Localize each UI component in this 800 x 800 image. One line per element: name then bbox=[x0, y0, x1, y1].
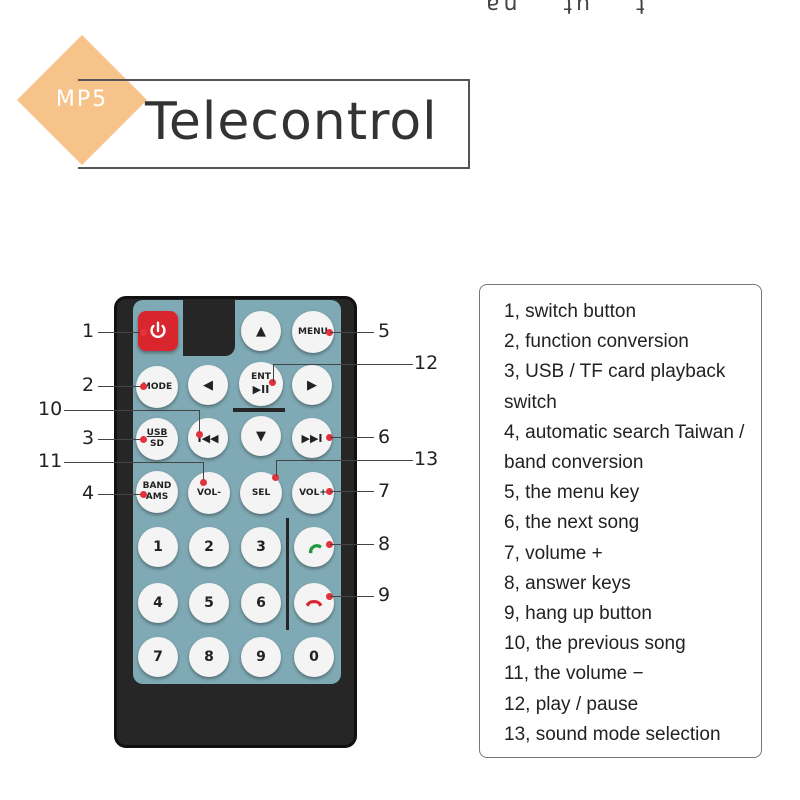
callout-8: 8 bbox=[378, 533, 391, 555]
number-8-button[interactable]: 8 bbox=[189, 637, 229, 677]
band-label: BAND bbox=[142, 481, 172, 491]
number-3-button[interactable]: 3 bbox=[241, 527, 281, 567]
callout-dot-4 bbox=[140, 491, 147, 498]
callout-2: 2 bbox=[82, 374, 95, 396]
number-5-button[interactable]: 5 bbox=[189, 583, 229, 623]
volume-down-button[interactable]: VOL- bbox=[188, 472, 230, 514]
legend-line: 3, USB / TF card playback bbox=[504, 361, 726, 383]
legend-line: 9, hang up button bbox=[504, 603, 652, 625]
callout-line-3 bbox=[98, 439, 142, 440]
number-9-button[interactable]: 9 bbox=[241, 637, 281, 677]
callout-13: 13 bbox=[414, 448, 439, 470]
callout-line-12-rise bbox=[273, 364, 274, 382]
callout-line-12 bbox=[273, 364, 413, 365]
phone-hangup-icon bbox=[305, 600, 323, 607]
legend-line: 12, play / pause bbox=[504, 693, 639, 715]
number-4-button[interactable]: 4 bbox=[138, 583, 178, 623]
legend-line: 1, switch button bbox=[504, 301, 637, 322]
callout-line-9 bbox=[330, 596, 374, 597]
right-button[interactable]: ▶ bbox=[292, 365, 332, 405]
legend-line: switch bbox=[504, 391, 557, 413]
number-7-button[interactable]: 7 bbox=[138, 637, 178, 677]
title-frame bbox=[78, 79, 470, 169]
legend-line: 6, the next song bbox=[504, 512, 640, 534]
callout-dot-12 bbox=[269, 379, 276, 386]
callout-10: 10 bbox=[38, 398, 63, 420]
callout-dot-2 bbox=[140, 383, 147, 390]
callout-dot-10 bbox=[196, 431, 203, 438]
callout-dot-13 bbox=[272, 474, 279, 481]
legend-line: 11, the volume − bbox=[504, 663, 644, 685]
legend-line: band conversion bbox=[504, 452, 644, 474]
callout-7: 7 bbox=[378, 480, 391, 502]
callout-line-13 bbox=[276, 460, 413, 461]
number-2-button[interactable]: 2 bbox=[189, 527, 229, 567]
ams-label: AMS bbox=[145, 492, 169, 502]
legend-line: 8, answer keys bbox=[504, 572, 631, 594]
callout-line-10 bbox=[64, 410, 200, 411]
callout-dot-6 bbox=[326, 434, 333, 441]
legend-box: 1, switch button 2, function conversion … bbox=[479, 284, 762, 758]
play-pause-button[interactable]: ENT ▶II bbox=[239, 362, 283, 406]
panel-divider-vertical bbox=[286, 518, 289, 630]
callout-dot-5 bbox=[326, 329, 333, 336]
down-button[interactable]: ▼ bbox=[241, 416, 281, 456]
callout-line-10-drop bbox=[199, 410, 200, 434]
fragment-2: ut bbox=[559, 0, 591, 17]
callout-dot-7 bbox=[326, 488, 333, 495]
callout-line-11 bbox=[64, 462, 204, 463]
callout-dot-3 bbox=[140, 436, 147, 443]
callout-11: 11 bbox=[38, 450, 63, 472]
callout-dot-11 bbox=[200, 479, 207, 486]
power-icon bbox=[150, 321, 166, 338]
callout-6: 6 bbox=[378, 426, 391, 448]
legend-line: 7, volume + bbox=[504, 542, 603, 564]
left-button[interactable]: ◀ bbox=[188, 365, 228, 405]
next-song-button[interactable]: ▶▶I bbox=[292, 418, 332, 458]
callout-line-2 bbox=[98, 386, 142, 387]
callout-line-11-drop bbox=[203, 462, 204, 482]
mp5-badge: MP5 bbox=[16, 34, 148, 166]
page-title: Telecontrol bbox=[145, 92, 438, 152]
fragment-1: t bbox=[632, 0, 645, 17]
top-cropped-text: t ut na bbox=[440, 0, 645, 17]
callout-1: 1 bbox=[82, 320, 95, 342]
usb-label: USB bbox=[146, 428, 168, 438]
legend-line: 13, sound mode selection bbox=[504, 723, 721, 745]
callout-line-4 bbox=[98, 494, 142, 495]
callout-line-5 bbox=[330, 332, 374, 333]
callout-3: 3 bbox=[82, 427, 95, 449]
panel-cutout-top bbox=[183, 300, 235, 356]
badge-label: MP5 bbox=[55, 87, 109, 112]
callout-line-7 bbox=[330, 491, 374, 492]
number-6-button[interactable]: 6 bbox=[241, 583, 281, 623]
callout-dot-1 bbox=[140, 329, 147, 336]
ent-label: ENT bbox=[251, 372, 271, 382]
play-pause-label: ▶II bbox=[252, 383, 270, 396]
sd-label: SD bbox=[150, 439, 164, 449]
legend-line: 5, the menu key bbox=[504, 482, 640, 504]
up-button[interactable]: ▲ bbox=[241, 311, 281, 351]
callout-dot-9 bbox=[326, 593, 333, 600]
callout-9: 9 bbox=[378, 584, 391, 606]
callout-line-6 bbox=[330, 437, 374, 438]
callout-4: 4 bbox=[82, 482, 95, 504]
hang-up-button[interactable] bbox=[294, 583, 334, 623]
callout-line-8 bbox=[330, 544, 374, 545]
legend-line: 2, function conversion bbox=[504, 331, 689, 353]
callout-line-13-rise bbox=[276, 460, 277, 476]
callout-5: 5 bbox=[378, 320, 391, 342]
number-0-button[interactable]: 0 bbox=[294, 637, 334, 677]
legend-line: 4, automatic search Taiwan / bbox=[504, 421, 745, 443]
legend-line: 10, the previous song bbox=[504, 633, 686, 655]
callout-12: 12 bbox=[414, 352, 439, 374]
phone-answer-icon bbox=[309, 544, 322, 554]
callout-dot-8 bbox=[326, 541, 333, 548]
previous-song-button[interactable]: I◀◀ bbox=[188, 418, 228, 458]
panel-cutout-mid bbox=[233, 408, 285, 412]
number-1-button[interactable]: 1 bbox=[138, 527, 178, 567]
fragment-3: na bbox=[482, 0, 518, 17]
callout-line-1 bbox=[98, 332, 142, 333]
